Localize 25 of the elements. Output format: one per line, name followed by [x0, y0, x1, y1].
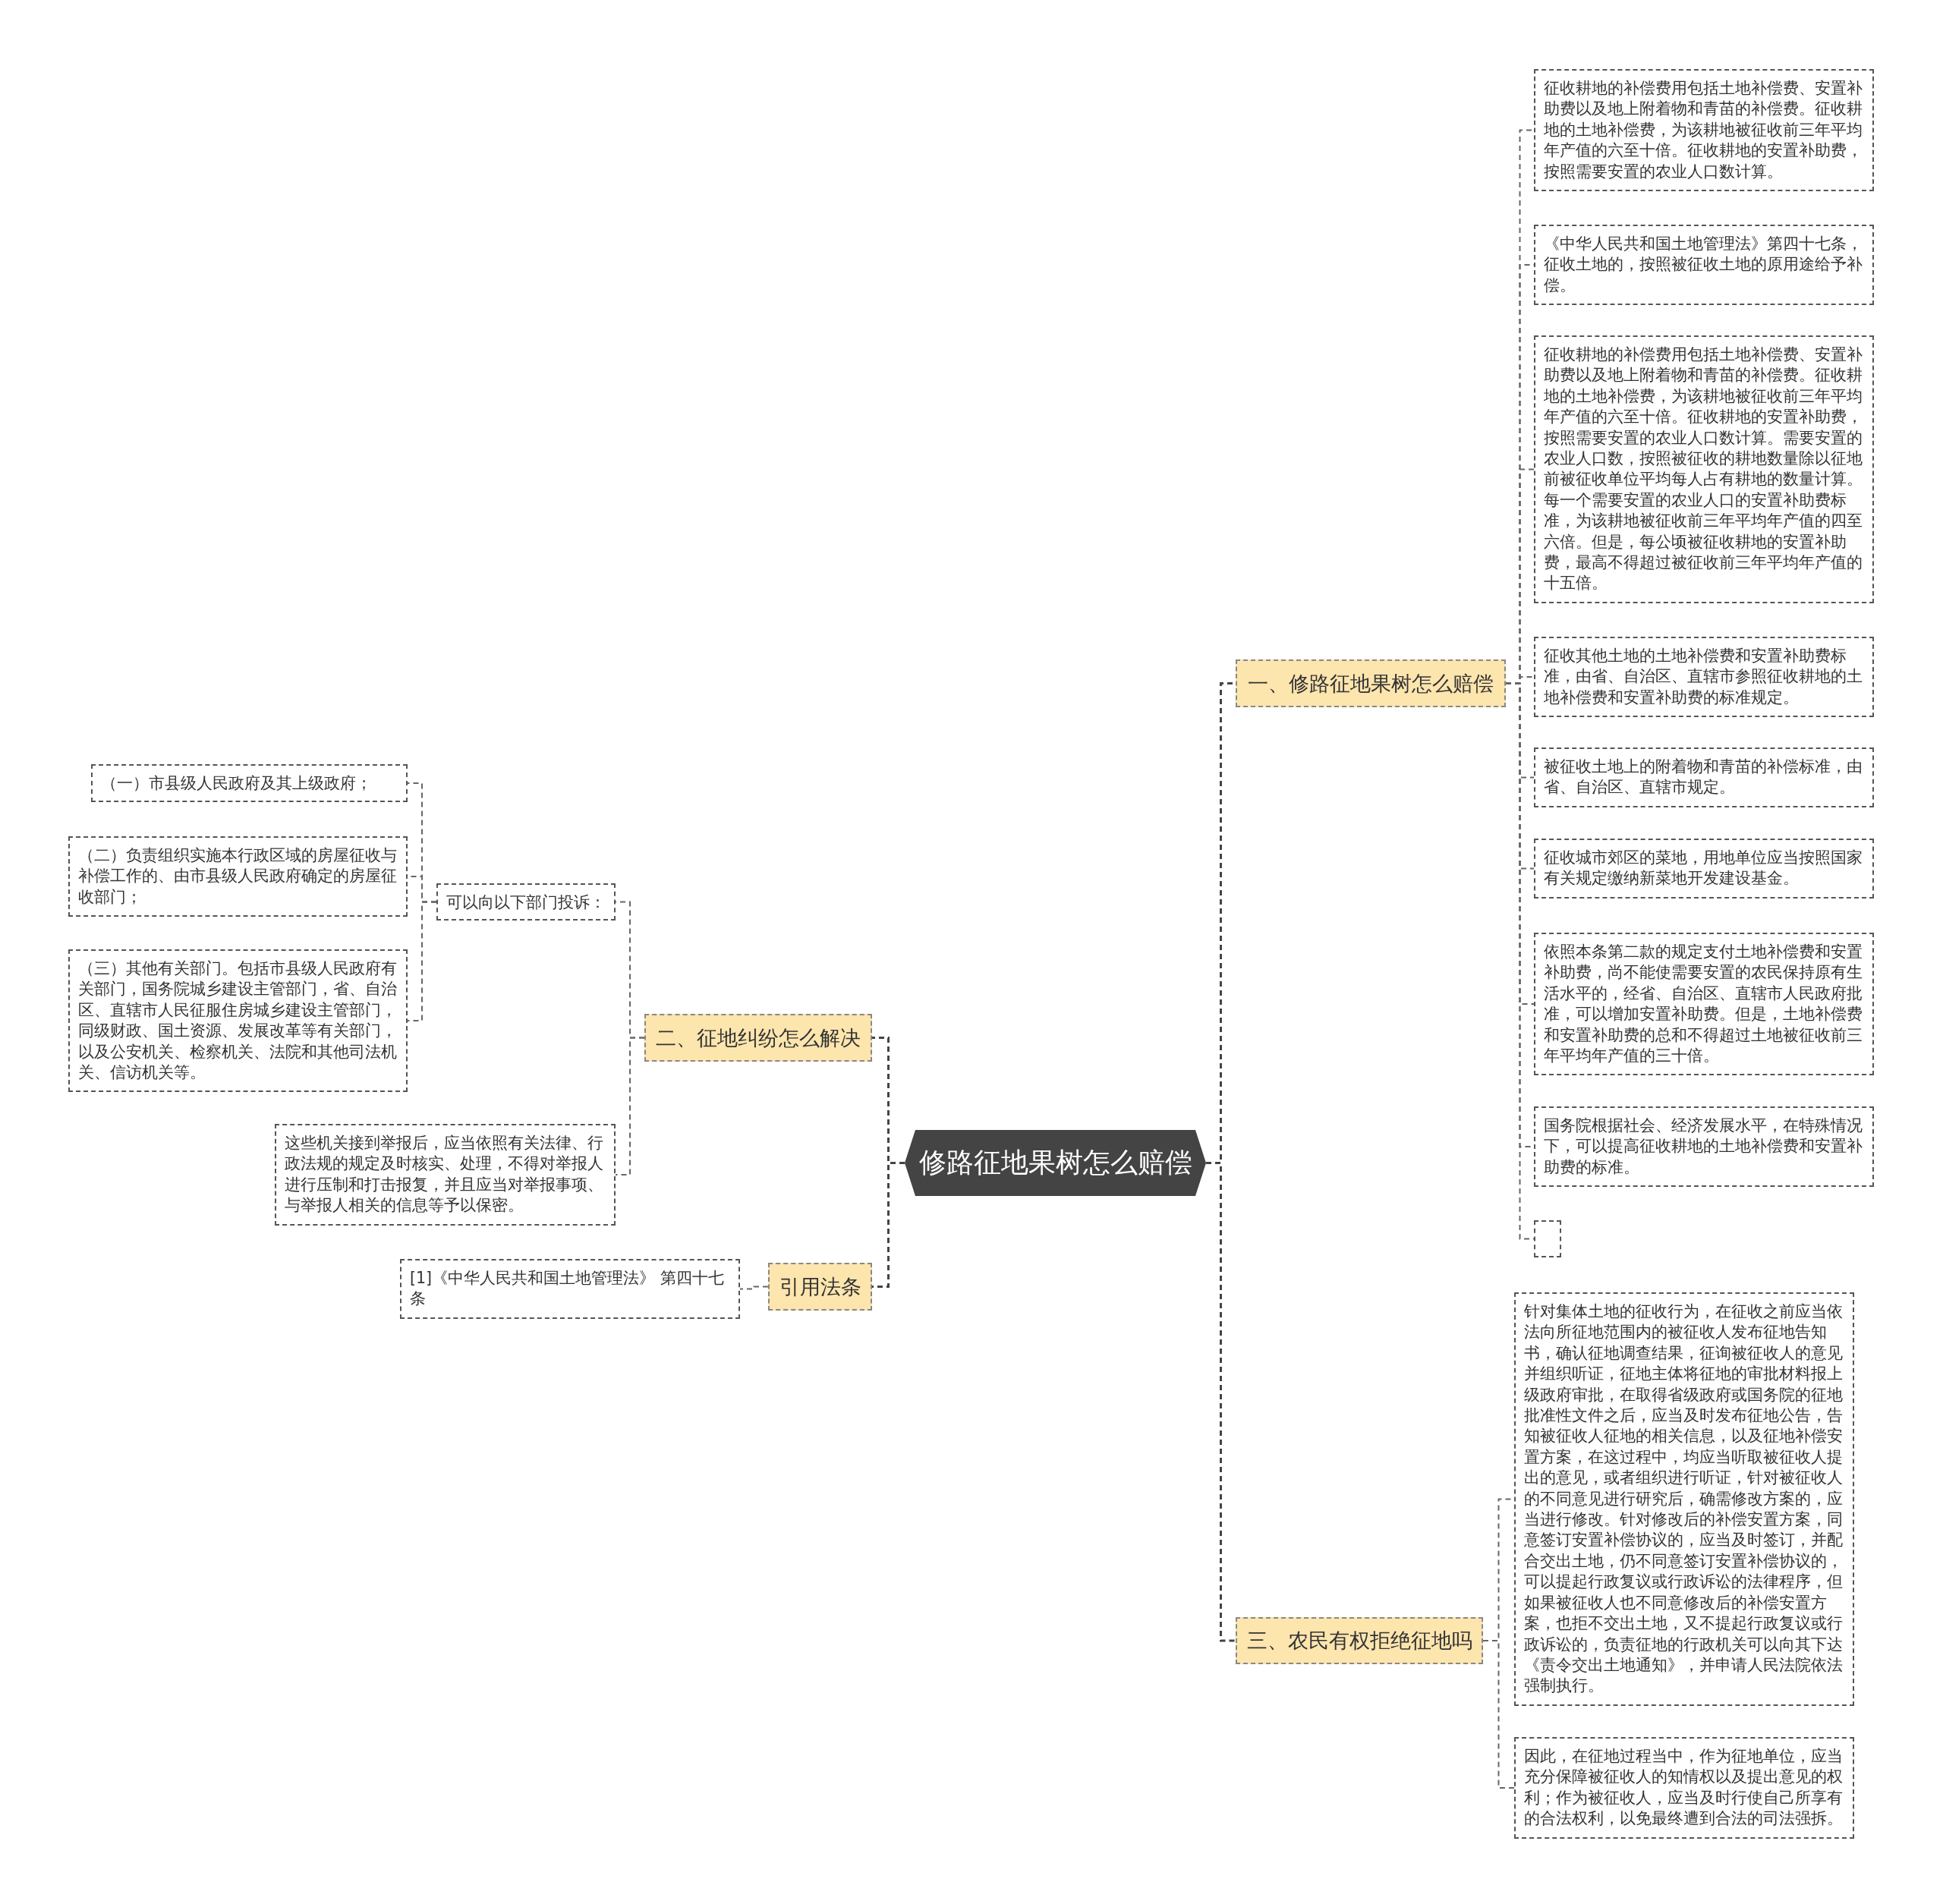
central-topic: 修路征地果树怎么赔偿 — [905, 1130, 1206, 1196]
connector-line — [615, 1037, 645, 1175]
text-box: 征收城市郊区的菜地，用地单位应当按照国家有关规定缴纳新菜地开发建设基金。 — [1534, 839, 1874, 898]
text-box: 可以向以下部门投诉： — [436, 883, 616, 921]
text-box: 征收耕地的补偿费用包括土地补偿费、安置补助费以及地上附着物和青苗的补偿费。征收耕地的土地补偿费，为该耕地被征收前三年平均年产值的六至十倍。征收耕地的安置补助费，按照需要安置的农业人口数计算。 — [1534, 69, 1874, 192]
topic-box: 二、征地纠纷怎么解决 — [644, 1014, 872, 1062]
text-box: （一）市县级人民政府及其上级政府； — [91, 764, 408, 802]
connector-line — [739, 1286, 769, 1290]
text-box: 针对集体土地的征收行为，在征收之前应当依法向所征地范围内的被征收人发布征地告知书，确认征地调查结果，征询被征收人的意见并组织听证，征地主体将征地的审批材料报上级政府审批，在取得省级政府或国务院的征地批准性文件之后，应当及时发布征地公告，告知被征收人征地的相关信息，以及征地补偿安置方案，在这过程中，均应当听取被征收人提出的意见，或者组织进行听证，针对被征收人的不同意见进行研究后，确需修改方案的，应当进行修改。针对修改后的补偿安置方案，同意签订安置补偿协议的，应当及时签订，并配合交出土地，仍不同意签订安置补偿协议的，可以提起行政复议或行政诉讼的法律程序，但如果被征收人也不同意修改后的补偿安置方案，也拒不交出土地，又不提起行政复议或行政诉讼的，负责征地的行政机关可以向其下达《责令交出土地通知》，并申请人民法院依法强制执行。 — [1514, 1292, 1854, 1706]
text-box: 被征收土地上的附着物和青苗的补偿标准，由省、自治区、直辖市规定。 — [1534, 747, 1874, 807]
text-box: [1]《中华人民共和国土地管理法》 第四十七条 — [400, 1259, 740, 1319]
text-box: 《中华人民共和国土地管理法》第四十七条，征收土地的，按照被征收土地的原用途给予补偿。 — [1534, 225, 1874, 306]
topic-box: 引用法条 — [768, 1263, 872, 1311]
text-box: 依照本条第二款的规定支付土地补偿费和安置补助费，尚不能使需要安置的农民保持原有生活水平的，经省、自治区、直辖市人民政府批准，可以增加安置补助费。但是，土地补偿费和安置补助费的总和不得超过土地被征收前三年平均年产值的三十倍。 — [1534, 933, 1874, 1076]
topic-box: 三、农民有权拒绝征地吗 — [1236, 1617, 1483, 1664]
text-box: 征收其他土地的土地补偿费和安置补助费标准，由省、自治区、直辖市参照征收耕地的土地补偿费和安置补助费的标准规定。 — [1534, 637, 1874, 718]
text-box: 国务院根据社会、经济发展水平，在特殊情况下，可以提高征收耕地的土地补偿费和安置补助费的标准。 — [1534, 1106, 1874, 1188]
text-box: （二）负责组织实施本行政区域的房屋征收与补偿工作的、由市县级人民政府确定的房屋征收部门； — [68, 836, 408, 917]
text-box: 征收耕地的补偿费用包括土地补偿费、安置补助费以及地上附着物和青苗的补偿费。征收耕地的土地补偿费，为该耕地被征收前三年平均年产值的六至十倍。征收耕地的安置补助费，按照需要安置的农业人口数计算。需要安置的农业人口数，按照被征收的耕地数量除以征地前被征收单位平均每人占有耕地的数量计算。每一个需要安置的农业人口的安置补助费标准，为该耕地被征收前三年平均年产值的四至六倍。但是，每公顷被征收耕地的安置补助费，最高不得超过被征收前三年平均年产值的十五倍。 — [1534, 335, 1874, 603]
empty-box — [1534, 1220, 1561, 1257]
text-box: （三）其他有关部门。包括市县级人民政府有关部门，国务院城乡建设主管部门，省、自治区、直辖市人民征服住房城乡建设主管部门，同级财政、国土资源、发展改革等有关部门，以及公安机关、检察机关、法院和其他司法机关、信访机关等。 — [68, 949, 408, 1093]
text-box: 因此，在征地过程当中，作为征地单位，应当充分保障被征收人的知情权以及提出意见的权利；作为被征收人，应当及时行使自己所享有的合法权利，以免最终遭到合法的司法强拆。 — [1514, 1737, 1854, 1839]
connector-line — [407, 901, 437, 1021]
topic-box: 一、修路征地果树怎么赔偿 — [1236, 659, 1506, 707]
text-box: 这些机关接到举报后，应当依照有关法律、行政法规的规定及时核实、处理，不得对举报人进行压制和打击报复，并且应当对举报事项、与举报人相关的信息等予以保密。 — [275, 1124, 616, 1226]
